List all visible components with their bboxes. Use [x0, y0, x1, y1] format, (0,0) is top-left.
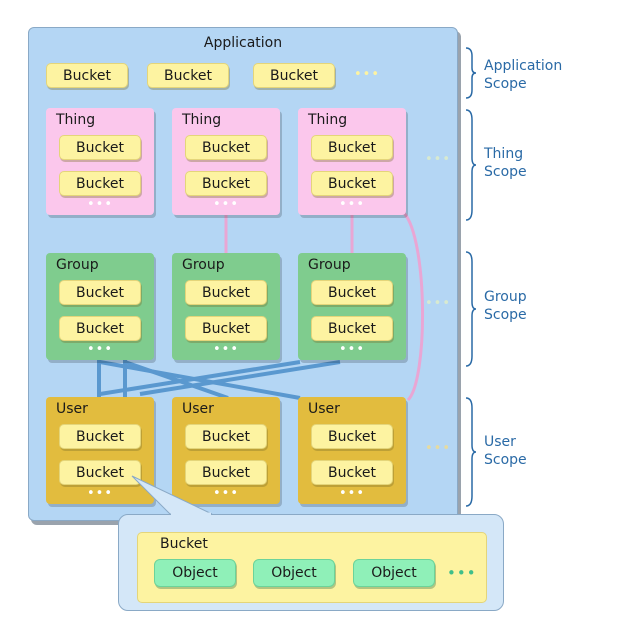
group-scope-bracket	[465, 251, 477, 367]
group-bucket: Bucket	[59, 316, 141, 341]
thing-row-more-dots: •••	[425, 152, 452, 167]
group-box: Group Bucket Bucket •••	[298, 253, 406, 360]
group-label: Group	[308, 257, 351, 273]
group-user-link	[124, 360, 229, 400]
thing-user-link	[402, 212, 425, 402]
user-label: User	[56, 401, 88, 417]
user-more-dots: •••	[86, 486, 113, 501]
application-bucket: Bucket	[253, 63, 335, 88]
group-box: Group Bucket Bucket •••	[46, 253, 154, 360]
application-scope-label: Application Scope	[484, 58, 563, 92]
thing-label: Thing	[308, 112, 348, 128]
detail-object: Object	[253, 559, 335, 587]
user-scope-bracket	[465, 397, 477, 507]
user-box: User Bucket Bucket •••	[172, 397, 280, 504]
detail-object: Object	[154, 559, 236, 587]
thing-bucket: Bucket	[311, 171, 393, 196]
thing-scope-label: Thing Scope	[484, 146, 527, 180]
user-label: User	[308, 401, 340, 417]
group-more-dots: •••	[338, 342, 365, 357]
user-label: User	[182, 401, 214, 417]
group-bucket: Bucket	[185, 280, 267, 305]
group-more-dots: •••	[212, 342, 239, 357]
user-row-more-dots: •••	[425, 441, 452, 456]
user-bucket: Bucket	[311, 460, 393, 485]
detail-object: Object	[353, 559, 435, 587]
group-bucket: Bucket	[185, 316, 267, 341]
thing-more-dots: •••	[212, 197, 239, 212]
user-box: User Bucket Bucket •••	[298, 397, 406, 504]
user-bucket: Bucket	[185, 424, 267, 449]
application-title: Application	[203, 35, 283, 51]
user-box: User Bucket Bucket •••	[46, 397, 154, 504]
group-more-dots: •••	[86, 342, 113, 357]
thing-bucket: Bucket	[311, 135, 393, 160]
application-more-dots: •••	[354, 67, 381, 82]
group-user-link	[99, 360, 301, 396]
group-bucket: Bucket	[59, 280, 141, 305]
thing-bucket: Bucket	[59, 135, 141, 160]
group-label: Group	[182, 257, 225, 273]
user-more-dots: •••	[212, 486, 239, 501]
user-bucket: Bucket	[59, 424, 141, 449]
user-bucket: Bucket	[59, 460, 141, 485]
user-bucket: Bucket	[311, 424, 393, 449]
group-user-link	[139, 360, 341, 396]
thing-box: Thing Bucket Bucket •••	[46, 108, 154, 215]
thing-label: Thing	[56, 112, 96, 128]
application-bucket: Bucket	[147, 63, 229, 88]
detail-more-dots: •••	[447, 564, 477, 582]
group-bucket: Bucket	[311, 280, 393, 305]
thing-box: Thing Bucket Bucket •••	[172, 108, 280, 215]
detail-bucket-title: Bucket	[160, 536, 208, 552]
thing-more-dots: •••	[86, 197, 113, 212]
thing-scope-bracket	[465, 109, 477, 221]
thing-more-dots: •••	[338, 197, 365, 212]
thing-bucket: Bucket	[59, 171, 141, 196]
application-bucket: Bucket	[46, 63, 128, 88]
user-more-dots: •••	[338, 486, 365, 501]
group-label: Group	[56, 257, 99, 273]
thing-box: Thing Bucket Bucket •••	[298, 108, 406, 215]
user-bucket: Bucket	[185, 460, 267, 485]
group-box: Group Bucket Bucket •••	[172, 253, 280, 360]
thing-bucket: Bucket	[185, 135, 267, 160]
group-scope-label: Group Scope	[484, 289, 527, 323]
group-row-more-dots: •••	[425, 296, 452, 311]
application-scope-bracket	[465, 47, 477, 99]
group-bucket: Bucket	[311, 316, 393, 341]
thing-label: Thing	[182, 112, 222, 128]
thing-bucket: Bucket	[185, 171, 267, 196]
user-scope-label: User Scope	[484, 434, 527, 468]
